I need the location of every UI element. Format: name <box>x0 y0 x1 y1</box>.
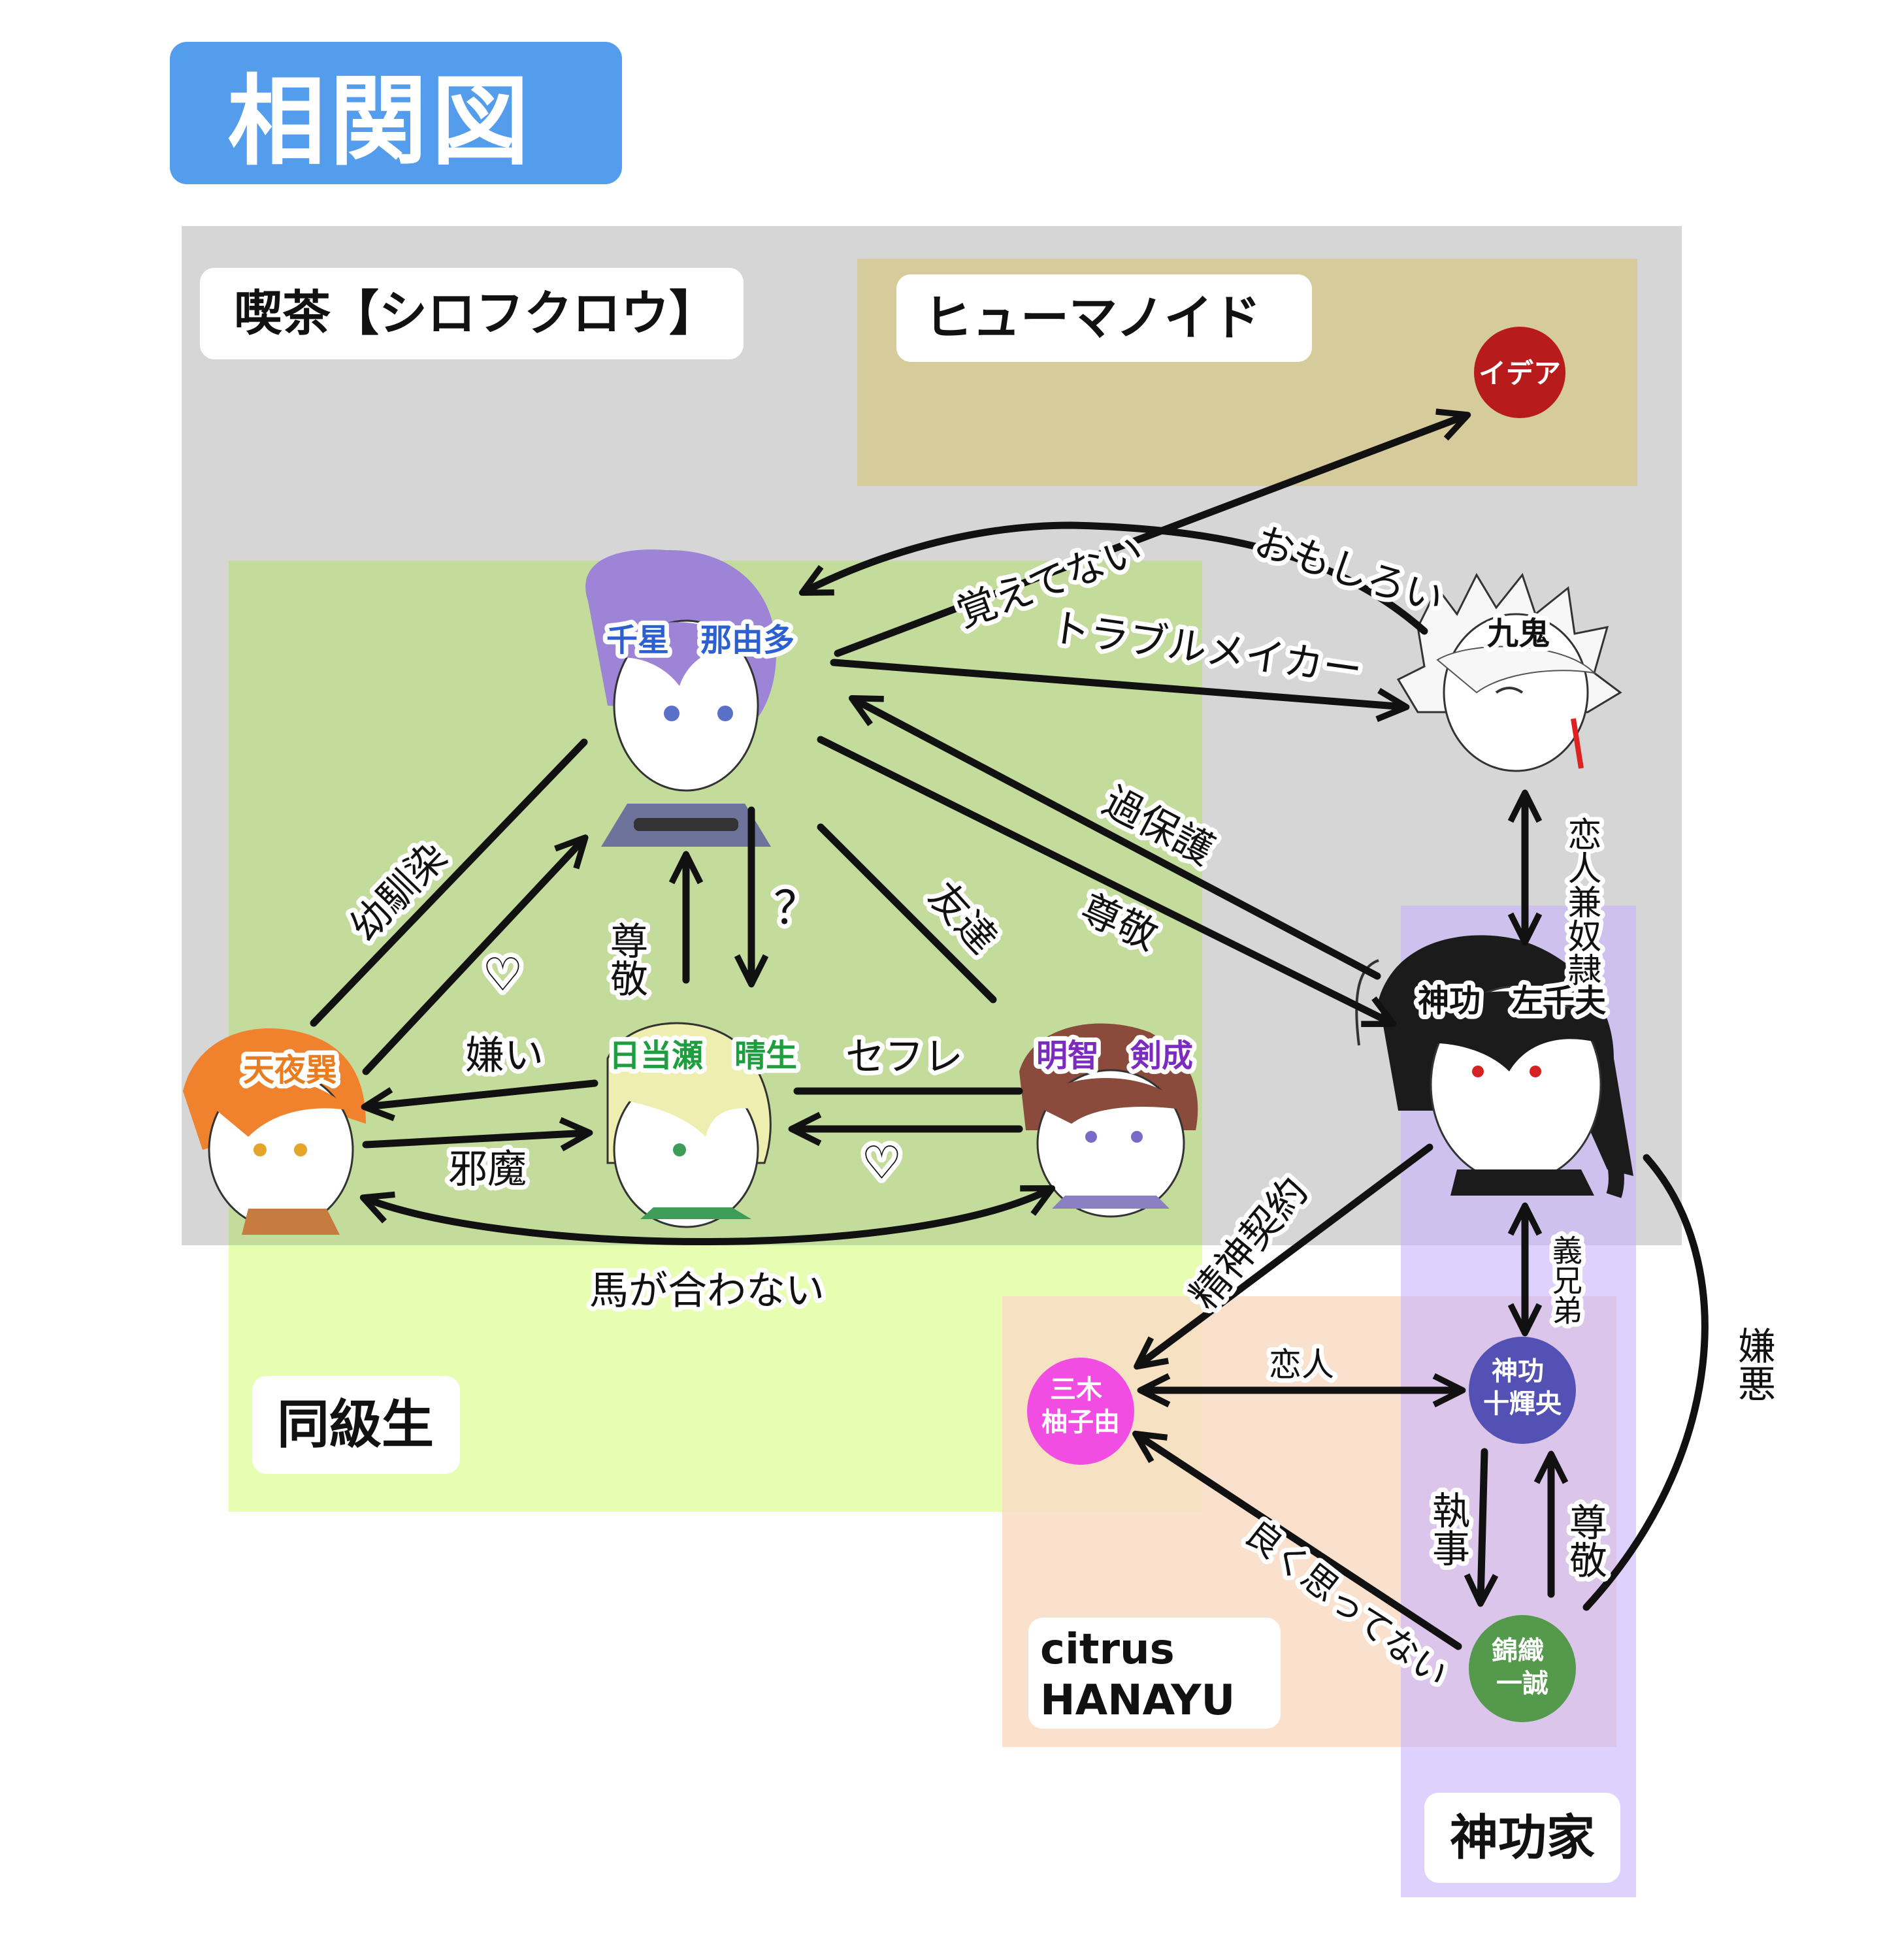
amaya-portrait <box>183 1028 366 1235</box>
name-amaya: 天夜巽 <box>243 1052 337 1088</box>
label-gikyoudai: 義兄弟 <box>1543 1230 1588 1330</box>
label-keno: 嫌悪 <box>1727 1322 1780 1407</box>
kuki-portrait <box>1396 572 1622 772</box>
label-sonkei-b: 尊敬 <box>599 917 653 1002</box>
arrow-nayuta-to-idea <box>834 408 1471 657</box>
label-sefure: セフレ <box>845 1034 963 1080</box>
arrow-amaya-kensei <box>359 1185 1056 1245</box>
sachio-portrait <box>1355 935 1633 1198</box>
humanoid-group-label: ヒューマノイド <box>896 274 1312 362</box>
arrow-amaya-to-nayuta <box>362 834 589 1075</box>
name-kensei: 明智 剣成 <box>1036 1037 1193 1074</box>
arrow-nishiki-to-mikiyu <box>1132 1430 1462 1650</box>
svg-text:義兄弟: 義兄弟 <box>1548 1235 1583 1325</box>
label-heart-b: ♡ <box>861 1136 902 1190</box>
arrow-haruki-to-amaya <box>361 1079 598 1122</box>
label-question: ？ <box>774 881 819 935</box>
arrow-amaya-to-haruki <box>362 1117 593 1152</box>
name-kiou: 神功 十輝央 <box>1483 1356 1562 1419</box>
name-kuki: 九鬼 <box>1487 615 1550 652</box>
name-sachio: 神功 左千夫 <box>1418 983 1607 1019</box>
label-shitsuji: 執事 <box>1421 1486 1475 1571</box>
label-tomodachi: 友達 <box>919 874 1006 962</box>
idea-circle <box>1474 327 1565 418</box>
line-sachio-nishiki-dislike <box>1582 1154 1709 1611</box>
name-idea: イデア <box>1479 357 1561 389</box>
line-kensei-nayuta <box>817 823 997 1004</box>
citrus-group-label: citrus HANAYU <box>1028 1618 1281 1729</box>
svg-text:尊敬: 尊敬 <box>604 921 648 997</box>
page-title: 相関図 <box>170 42 622 184</box>
mikiyu-circle <box>1027 1358 1134 1465</box>
label-yoku-omottenai: 良く思ってない <box>1237 1512 1456 1696</box>
label-dorei-koibito: 恋人兼奴隷 <box>1557 812 1605 991</box>
classmates-group-label: 同級生 <box>252 1376 460 1474</box>
label-heart-a: ♡ <box>482 948 523 1002</box>
label-koibito: 恋人 <box>1269 1346 1334 1384</box>
arrow-sachio-to-nayuta <box>848 695 1381 980</box>
name-nishiki: 錦織 一誠 <box>1492 1636 1553 1699</box>
arrow-sachio-to-mikiyu <box>1134 1143 1433 1370</box>
label-sonkei-a: 尊敬 <box>1074 886 1164 960</box>
arrow-kuki-to-nayuta <box>798 521 1428 635</box>
label-kirai: 嫌い <box>465 1033 544 1079</box>
arrow-nayuta-to-kuki <box>830 659 1410 723</box>
nishiki-circle <box>1469 1615 1576 1722</box>
svg-text:嫌悪: 嫌悪 <box>1731 1326 1776 1402</box>
svg-text:尊敬: 尊敬 <box>1563 1503 1607 1578</box>
name-nayuta: 千星 那由多 <box>606 622 794 659</box>
arrow-kiou-to-nishiki <box>1464 1448 1499 1607</box>
arrow-amaya-to-nayuta-osananajimi <box>310 738 588 1027</box>
arrow-nayuta-to-sachio <box>817 736 1397 1028</box>
cafe-group-label: 喫茶【シロフクロウ】 <box>200 268 744 359</box>
kiou-circle <box>1469 1337 1576 1444</box>
label-sonkei-c: 尊敬 <box>1558 1498 1612 1583</box>
label-jama: 邪魔 <box>448 1147 527 1192</box>
kensei-portrait <box>1019 1023 1198 1218</box>
name-haruki: 日当瀬 晴生 <box>609 1037 797 1074</box>
jinku-family-group-label: 神功家 <box>1424 1793 1620 1883</box>
nayuta-portrait <box>585 549 777 847</box>
svg-text:執事: 執事 <box>1426 1491 1470 1567</box>
name-mikiyu: 三木 柚子由 <box>1041 1375 1120 1437</box>
label-umagaawanai: 馬が合わない <box>589 1268 825 1314</box>
svg-text:恋人兼奴隷: 恋人兼奴隷 <box>1562 817 1601 987</box>
label-omoshiroi: おもしろい <box>1249 519 1449 623</box>
